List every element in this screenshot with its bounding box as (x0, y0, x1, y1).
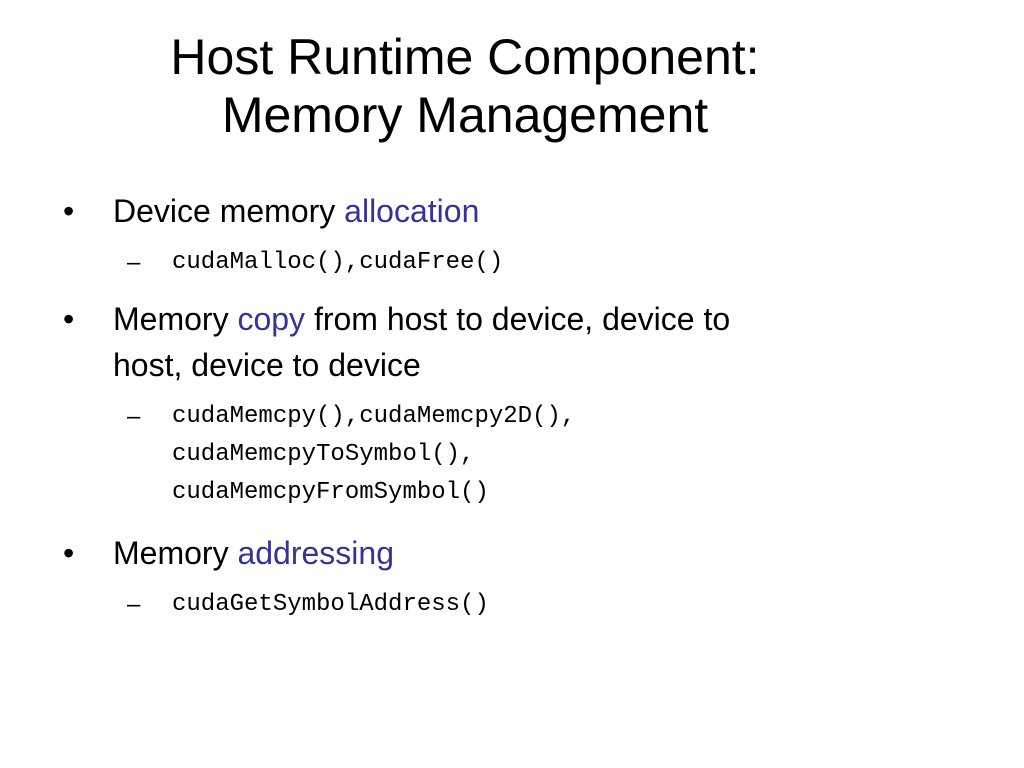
sub-item-addressing: – cudaGetSymbolAddress() (127, 586, 872, 624)
sub-code-line: cudaMemcpyFromSymbol() (172, 479, 489, 506)
bullet-text-suffix: from host to device, device to (305, 301, 731, 337)
bullet-item-copy: • Memory copy from host to device, devic… (63, 296, 913, 388)
bullet-text-prefix: Memory (113, 301, 238, 337)
title-line-2: Memory Management (221, 87, 709, 143)
bullet-highlight: allocation (344, 193, 480, 229)
bullet-highlight: copy (237, 301, 306, 337)
slide-title: Host Runtime Component: Memory Managemen… (0, 28, 930, 144)
sub-dash: – (127, 591, 141, 618)
sub-code-line: cudaGetSymbolAddress() (172, 591, 489, 618)
bullet-highlight: addressing (237, 535, 394, 571)
bullet-dot: • (63, 535, 75, 571)
bullet-text-prefix: Device memory (113, 193, 345, 229)
title-line-1: Host Runtime Component: (170, 29, 760, 85)
sub-code-line: cudaMalloc(),cudaFree() (172, 249, 504, 276)
bullet-dot: • (63, 301, 75, 337)
sub-code-line: cudaMemcpyToSymbol(), (172, 441, 475, 468)
sub-dash: – (127, 249, 141, 276)
bullet-item-addressing: • Memory addressing (63, 530, 913, 576)
bullet-item-allocation: • Device memory allocation (63, 188, 913, 234)
sub-item-allocation: – cudaMalloc(),cudaFree() (127, 244, 872, 282)
bullet-text-line-2: host, device to device (113, 347, 421, 383)
sub-dash: – (127, 403, 141, 430)
sub-item-copy: – cudaMemcpy(),cudaMemcpy2D(), cudaMemcp… (127, 398, 872, 512)
bullet-text-prefix: Memory (113, 535, 238, 571)
bullet-dot: • (63, 193, 75, 229)
sub-code-line: cudaMemcpy(),cudaMemcpy2D(), (172, 403, 576, 430)
